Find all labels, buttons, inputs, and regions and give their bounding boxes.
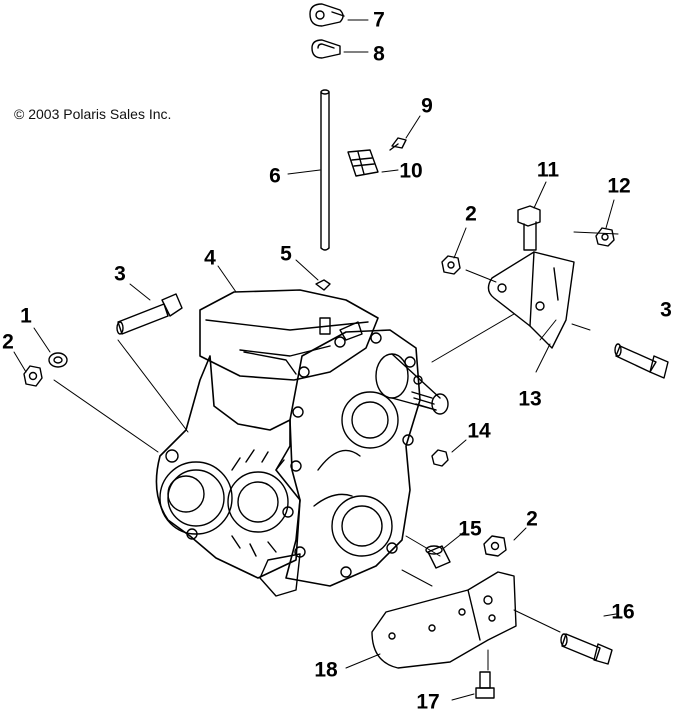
part-nut-upper — [441, 255, 461, 275]
part-nut-lower — [483, 535, 507, 557]
callout-3-left: 3 — [114, 262, 126, 286]
callout-2-left: 2 — [2, 330, 14, 354]
part-bolt-11 — [517, 205, 541, 251]
part-spacer — [425, 545, 451, 569]
callout-6: 6 — [269, 164, 281, 188]
callout-13: 13 — [518, 387, 542, 411]
callout-2-lower: 2 — [526, 507, 538, 531]
callout-14: 14 — [467, 419, 491, 443]
part-washer — [48, 352, 68, 368]
callout-4: 4 — [204, 246, 216, 270]
part-rod — [320, 89, 330, 251]
part-upper-bracket — [487, 251, 575, 349]
callout-2-upper: 2 — [465, 202, 477, 226]
part-lower-bracket — [371, 571, 517, 669]
callout-7: 7 — [373, 8, 385, 32]
callout-12: 12 — [607, 174, 631, 198]
callout-3-right: 3 — [660, 298, 672, 322]
part-bolt-17 — [475, 671, 495, 699]
part-transmission — [155, 289, 449, 597]
part-bolt-left — [116, 293, 183, 335]
callout-11: 11 — [536, 158, 560, 182]
part-nut-left — [23, 365, 43, 387]
part-bolt-16 — [560, 633, 613, 665]
callout-5: 5 — [280, 242, 292, 266]
callout-18: 18 — [314, 658, 338, 682]
part-clamp — [309, 3, 345, 27]
callout-1: 1 — [20, 304, 32, 328]
part-nut-12 — [595, 227, 615, 247]
callout-8: 8 — [373, 42, 385, 66]
copyright-notice: © 2003 Polaris Sales Inc. — [14, 106, 172, 122]
callout-17: 17 — [416, 690, 440, 710]
leader-lines — [13, 19, 619, 701]
part-clip — [311, 39, 341, 59]
callout-15: 15 — [458, 517, 482, 541]
part-label-plate — [347, 149, 379, 177]
callout-9: 9 — [421, 94, 433, 118]
callout-16: 16 — [611, 600, 635, 624]
part-nut-14 — [431, 449, 449, 467]
callout-10: 10 — [399, 159, 423, 183]
part-small-bolt — [389, 137, 407, 151]
part-small-nut — [315, 279, 331, 291]
part-bolt-right — [614, 343, 669, 379]
